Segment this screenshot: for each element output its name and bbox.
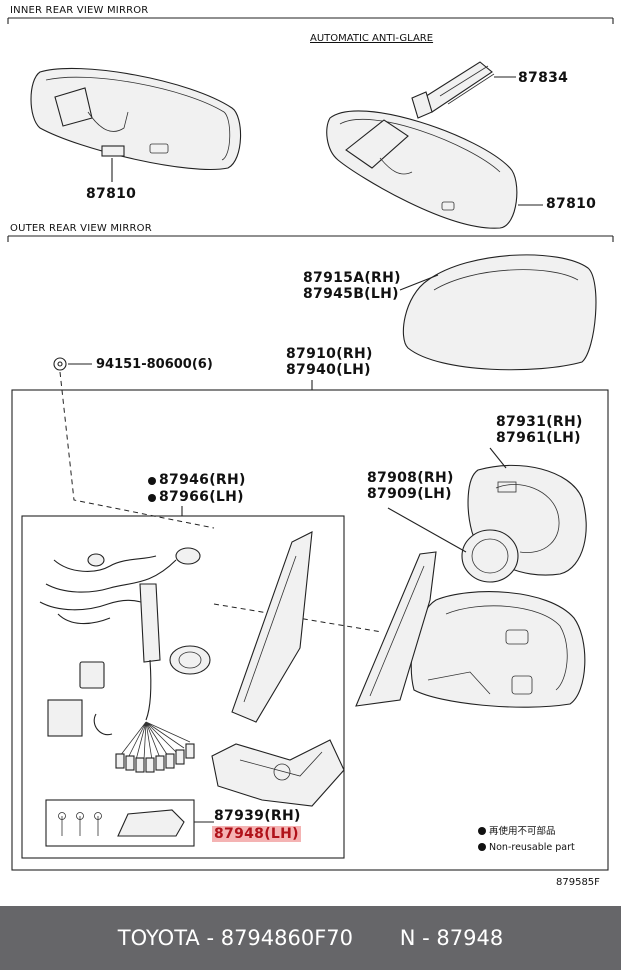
part-87915a[interactable]: 87915A(RH) xyxy=(303,270,401,286)
non-reusable-dot-icon xyxy=(148,477,156,485)
inner-mirror-right xyxy=(326,110,543,229)
actuator-87908 xyxy=(387,507,519,583)
part-87948-highlighted[interactable]: 87948(LH) xyxy=(212,826,301,842)
part-94151[interactable]: 94151-80600(6) xyxy=(96,357,213,372)
footer-gap xyxy=(353,926,400,950)
legend: 再使用不可部品 Non-reusable part xyxy=(478,824,575,856)
section-title-inner: INNER REAR VIEW MIRROR xyxy=(10,5,149,16)
screw-94151 xyxy=(53,357,215,529)
footer-part-number: 8794860F70 xyxy=(220,926,354,950)
screws-and-cover xyxy=(58,809,214,837)
part-87908[interactable]: 87908(RH) xyxy=(367,470,454,486)
section-title-auto-anti-glare: AUTOMATIC ANTI-GLARE xyxy=(310,33,434,44)
non-reusable-dot-icon xyxy=(148,494,156,502)
bracket-base xyxy=(211,531,345,807)
footer-brand: TOYOTA xyxy=(117,926,200,950)
part-87931[interactable]: 87931(RH) xyxy=(496,414,583,430)
legend-dot-icon xyxy=(478,827,486,835)
part-87834[interactable]: 87834 xyxy=(518,70,569,86)
part-87810-left[interactable]: 87810 xyxy=(86,186,137,202)
legend-dot-icon xyxy=(478,843,486,851)
mirror-housing xyxy=(410,591,586,708)
mirror-cover xyxy=(399,254,597,371)
part-87945b[interactable]: 87945B(LH) xyxy=(303,286,399,302)
section-title-outer: OUTER REAR VIEW MIRROR xyxy=(10,223,152,234)
parts-diagram xyxy=(7,17,614,871)
part-87946[interactable]: 87946(RH) xyxy=(148,472,246,488)
footer-ref: N - 87948 xyxy=(399,926,504,950)
part-87810-right[interactable]: 87810 xyxy=(546,196,597,212)
connector-87834 xyxy=(411,61,516,119)
part-87961[interactable]: 87961(LH) xyxy=(496,430,581,446)
footer-bar: TOYOTA - 8794860F70 N - 87948 xyxy=(0,906,621,970)
part-87939[interactable]: 87939(RH) xyxy=(214,808,301,824)
part-87940[interactable]: 87940(LH) xyxy=(286,362,371,378)
wire-harness xyxy=(39,547,211,773)
legend-row-jp: 再使用不可部品 xyxy=(478,824,575,840)
wire-bundle xyxy=(115,721,195,773)
part-87966[interactable]: 87966(LH) xyxy=(148,489,244,505)
footer-sep: - xyxy=(199,926,221,950)
legend-row-en: Non-reusable part xyxy=(478,840,575,856)
inner-mirror-left xyxy=(30,67,242,182)
part-87910[interactable]: 87910(RH) xyxy=(286,346,373,362)
part-87909[interactable]: 87909(LH) xyxy=(367,486,452,502)
diagram-code: 879585F xyxy=(556,877,600,888)
